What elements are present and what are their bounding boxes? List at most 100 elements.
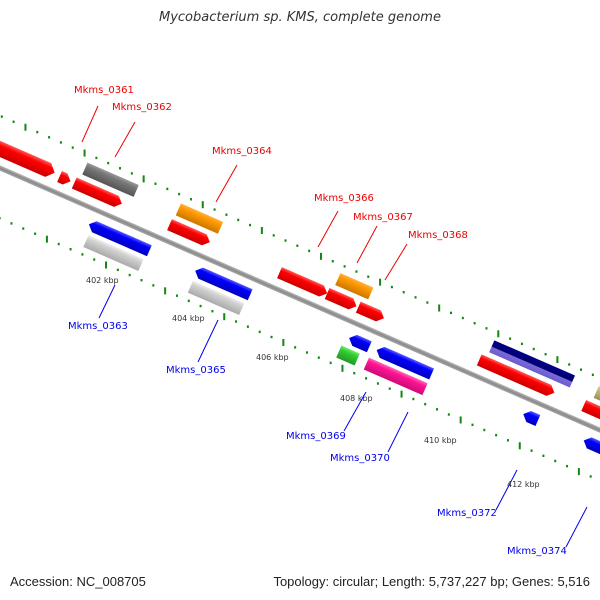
minor-tick (294, 346, 297, 349)
minor-tick (270, 335, 273, 339)
gene-label-forward[interactable]: Mkms_0368 (408, 230, 468, 241)
scale-label: 408 kbp (340, 394, 373, 403)
gene-feature-reverse[interactable] (336, 345, 360, 366)
accession-label: Accession: NC_008705 (10, 574, 146, 589)
minor-tick (199, 304, 202, 308)
minor-tick (128, 273, 131, 277)
minor-tick (0, 217, 1, 220)
minor-tick (213, 208, 216, 211)
gene-feature-forward[interactable] (581, 400, 600, 429)
gene-label-forward[interactable]: Mkms_0361 (74, 85, 134, 96)
minor-tick (554, 459, 557, 463)
gene-label-forward[interactable]: Mkms_0362 (112, 102, 172, 113)
minor-tick (22, 227, 25, 230)
minor-tick (367, 275, 370, 278)
scale-label: 406 kbp (256, 353, 289, 362)
gene-feature-forward[interactable] (277, 267, 329, 299)
gene-feature-reverse[interactable] (374, 345, 435, 380)
minor-tick (0, 115, 3, 118)
gene-feature-forward[interactable] (0, 137, 58, 180)
minor-tick (414, 296, 417, 299)
minor-tick (116, 268, 119, 272)
gene-label-forward[interactable]: Mkms_0364 (212, 146, 272, 157)
minor-tick (81, 253, 84, 256)
minor-tick (249, 223, 252, 227)
gene-feature-forward[interactable] (175, 203, 224, 234)
genome-backbone (0, 157, 600, 467)
gene-feature-forward[interactable] (71, 177, 124, 209)
minor-tick (376, 382, 379, 385)
minor-tick (57, 242, 60, 246)
minor-tick (495, 433, 498, 437)
minor-tick (189, 198, 192, 201)
minor-tick (424, 402, 427, 406)
gene-feature-reverse[interactable] (86, 219, 152, 257)
major-tick (164, 287, 167, 295)
minor-tick (532, 347, 535, 351)
minor-tick (166, 187, 169, 191)
minor-tick (544, 352, 547, 356)
gene-feature-reverse[interactable] (581, 435, 600, 469)
gene-label-reverse[interactable]: Mkms_0374 (507, 546, 567, 557)
gene-label-reverse[interactable]: Mkms_0365 (166, 365, 226, 376)
gene-feature-reverse-pseudo[interactable] (187, 280, 245, 316)
major-tick (319, 252, 322, 260)
gene-label-reverse[interactable]: Mkms_0363 (68, 321, 128, 332)
scale-ticks-top (0, 115, 594, 377)
scale-label: 410 kbp (424, 436, 457, 445)
gene-feature-forward[interactable] (167, 219, 212, 248)
minor-tick (130, 172, 133, 175)
major-tick (556, 356, 559, 364)
gene-feature-reverse[interactable] (363, 357, 428, 396)
gene-label-forward[interactable]: Mkms_0367 (353, 212, 413, 223)
minor-tick (48, 136, 51, 139)
minor-tick (305, 351, 308, 354)
gene-label-reverse[interactable]: Mkms_0370 (330, 453, 390, 464)
gene-feature-forward[interactable] (355, 301, 386, 324)
major-tick (260, 227, 263, 235)
minor-tick (365, 377, 368, 380)
minor-tick (272, 234, 275, 237)
minor-tick (461, 316, 464, 320)
gene-feature-forward[interactable] (57, 171, 73, 187)
minor-tick (237, 218, 240, 222)
major-tick (282, 338, 285, 346)
gene-feature-reverse[interactable] (347, 332, 372, 353)
minor-tick (34, 232, 37, 235)
gene-feature-reverse-pseudo[interactable] (83, 235, 144, 271)
minor-tick (426, 301, 429, 304)
gene-feature-reverse[interactable] (193, 265, 253, 301)
major-tick (142, 175, 145, 183)
scale-label: 402 kbp (86, 276, 119, 285)
gene-label-forward[interactable]: Mkms_0366 (314, 193, 374, 204)
gene-feature-forward[interactable] (324, 287, 359, 312)
major-tick (83, 149, 86, 157)
gene-feature-forward-pseudo[interactable] (82, 162, 139, 197)
gene-feature-reverse[interactable] (521, 409, 541, 426)
gene-feature-forward[interactable] (476, 354, 557, 398)
minor-tick (178, 192, 181, 196)
gene-label-reverse[interactable]: Mkms_0369 (286, 431, 346, 442)
minor-tick (187, 299, 190, 303)
forward-label-leaders (81, 105, 408, 281)
minor-tick (591, 373, 594, 377)
scale-ticks-bottom (0, 217, 592, 478)
gene-feature-forward[interactable] (489, 340, 575, 388)
gene-label-reverse[interactable]: Mkms_0372 (437, 508, 497, 519)
minor-tick (436, 408, 439, 411)
minor-tick (509, 337, 512, 340)
gene-feature-forward[interactable] (335, 273, 374, 300)
major-tick (24, 123, 27, 131)
minor-tick (329, 361, 332, 365)
minor-tick (225, 213, 228, 216)
minor-tick (483, 428, 486, 432)
minor-tick (59, 141, 62, 144)
major-tick (105, 261, 108, 269)
major-tick (201, 201, 204, 209)
minor-tick (246, 325, 249, 328)
minor-tick (119, 167, 122, 170)
major-tick (341, 364, 344, 372)
minor-tick (353, 371, 356, 375)
minor-tick (331, 260, 334, 263)
